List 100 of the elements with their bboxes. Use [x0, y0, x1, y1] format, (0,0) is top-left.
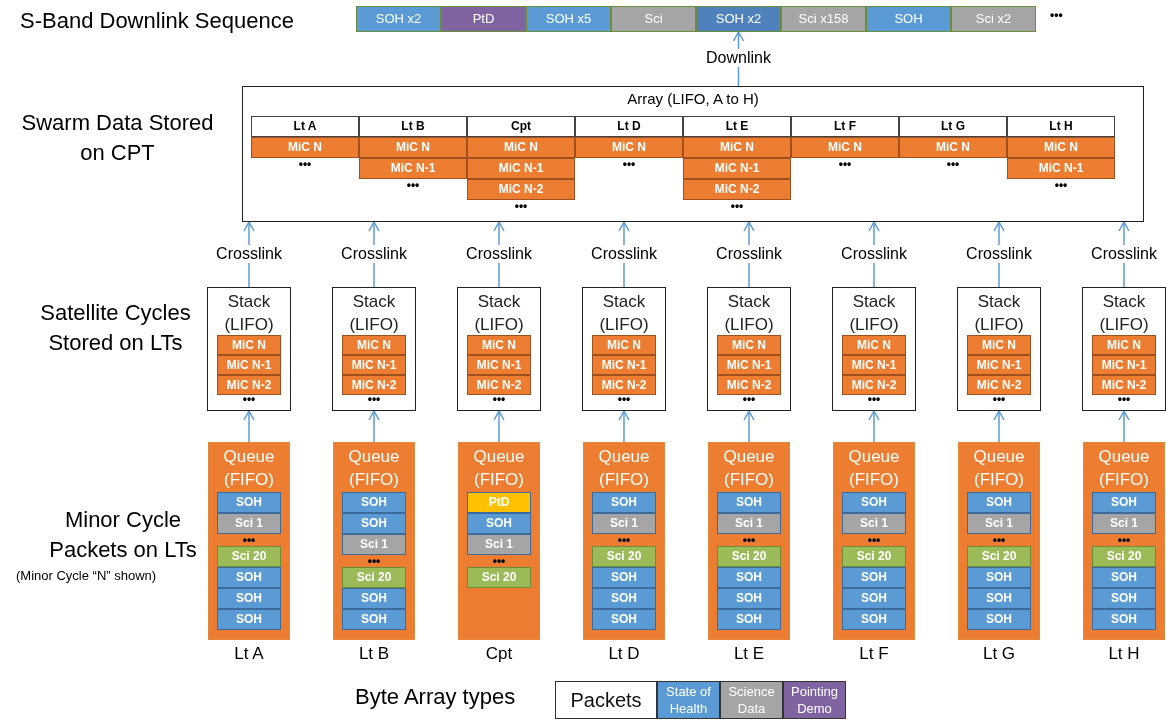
- ellipsis: •••: [622, 158, 636, 171]
- packet-block: SOH: [842, 492, 906, 513]
- cycle-block: MiC N: [575, 137, 683, 158]
- queue-box: [833, 442, 915, 640]
- ellipsis: •••: [617, 534, 631, 547]
- packet-block: SOH: [842, 588, 906, 609]
- column-header: Lt F: [791, 116, 899, 137]
- packet-block: SOH: [217, 567, 281, 588]
- ellipsis: •••: [742, 534, 756, 547]
- ellipsis: •••: [1117, 393, 1131, 406]
- packet-segment: Sci x2: [951, 6, 1036, 32]
- packet-block: Sci 1: [842, 513, 906, 534]
- ellipsis: •••: [617, 393, 631, 406]
- ellipsis: •••: [730, 200, 744, 213]
- cycle-block: MiC N-1: [1092, 355, 1156, 375]
- cycle-block: MiC N: [359, 137, 467, 158]
- packet-segment: SOH x2: [356, 6, 441, 32]
- packet-block: SOH: [842, 609, 906, 630]
- arrow: [868, 410, 880, 443]
- column-header: Lt H: [1007, 116, 1115, 137]
- edge-label: Crosslink: [464, 244, 534, 263]
- cycle-block: MiC N-2: [217, 375, 281, 395]
- stack-box: [582, 287, 666, 411]
- box-title: Queue (FIFO): [722, 446, 776, 491]
- box-title: Stack (LIFO): [973, 291, 1025, 336]
- packet-segment: SOH x2: [696, 6, 781, 32]
- packet-block: SOH: [1092, 588, 1156, 609]
- ellipsis: •••: [992, 393, 1006, 406]
- packet-block: SOH: [717, 567, 781, 588]
- cycle-block: MiC N: [467, 335, 531, 355]
- packet-block: SOH: [592, 567, 656, 588]
- packet-block: SOH: [1092, 492, 1156, 513]
- packet-block: SOH: [217, 588, 281, 609]
- packet-block: PtD: [467, 492, 531, 513]
- cycle-block: MiC N-2: [967, 375, 1031, 395]
- packet-block: SOH: [217, 492, 281, 513]
- cycle-block: MiC N-1: [359, 158, 467, 179]
- node-name: Lt A: [234, 644, 264, 664]
- cycle-block: MiC N: [217, 335, 281, 355]
- cycle-block: MiC N: [791, 137, 899, 158]
- packet-segment: SOH x5: [526, 6, 611, 32]
- ellipsis: •••: [367, 555, 381, 568]
- edge-label: Downlink: [704, 49, 773, 67]
- packet-block: Sci 20: [592, 546, 656, 567]
- note: (Minor Cycle “N” shown): [16, 568, 157, 583]
- box-title: Queue (FIFO): [347, 446, 401, 491]
- packet-block: SOH: [967, 567, 1031, 588]
- arrow: [1118, 410, 1130, 443]
- stack-box: [957, 287, 1041, 411]
- packet-segment: SOH: [866, 6, 951, 32]
- cycle-block: MiC N-1: [467, 158, 575, 179]
- packet-block: Sci 1: [217, 513, 281, 534]
- ellipsis: •••: [492, 393, 506, 406]
- packet-block: SOH: [967, 588, 1031, 609]
- box-title: Stack (LIFO): [473, 291, 525, 336]
- cycle-block: MiC N-1: [342, 355, 406, 375]
- box-title: Queue (FIFO): [972, 446, 1026, 491]
- node-name: Lt B: [358, 644, 390, 664]
- box-title: Queue (FIFO): [847, 446, 901, 491]
- node-name: Lt F: [859, 644, 889, 664]
- ellipsis: •••: [1117, 534, 1131, 547]
- packet-block: Sci 20: [717, 546, 781, 567]
- cycle-block: MiC N-2: [467, 179, 575, 200]
- node-name: Lt G: [982, 644, 1016, 664]
- node-name: Lt H: [1108, 644, 1140, 664]
- row-heading: Satellite Cycles Stored on LTs: [39, 299, 192, 357]
- packet-block: Sci 1: [1092, 513, 1156, 534]
- edge-label: Crosslink: [839, 244, 909, 263]
- edge-label: Crosslink: [1089, 244, 1159, 263]
- packet-segment: PtD: [441, 6, 526, 32]
- queue-box: [583, 442, 665, 640]
- cycle-block: MiC N-2: [1092, 375, 1156, 395]
- cycle-block: MiC N-1: [217, 355, 281, 375]
- ellipsis: •••: [298, 158, 312, 171]
- stack-box: [332, 287, 416, 411]
- legend-key: Pointing Demo: [783, 681, 846, 719]
- box-title: Queue (FIFO): [597, 446, 651, 491]
- cycle-block: MiC N-1: [967, 355, 1031, 375]
- array-box: [242, 86, 1144, 222]
- cycle-block: MiC N-1: [683, 158, 791, 179]
- arrow: [243, 410, 255, 443]
- box-title: Stack (LIFO): [723, 291, 775, 336]
- legend-key: Science Data: [720, 681, 783, 719]
- queue-box: [208, 442, 290, 640]
- packet-block: Sci 20: [342, 567, 406, 588]
- stack-box: [832, 287, 916, 411]
- packet-block: SOH: [342, 492, 406, 513]
- packet-block: Sci 1: [967, 513, 1031, 534]
- ellipsis: •••: [1050, 8, 1063, 22]
- queue-box: [333, 442, 415, 640]
- node-name: Lt E: [733, 644, 765, 664]
- legend-title: Byte Array types: [355, 684, 516, 710]
- ellipsis: •••: [367, 393, 381, 406]
- row-heading: Minor Cycle Packets on LTs: [48, 506, 198, 564]
- cycle-block: MiC N: [899, 137, 1007, 158]
- cycle-block: MiC N: [683, 137, 791, 158]
- ellipsis: •••: [992, 534, 1006, 547]
- queue-box: [958, 442, 1040, 640]
- column-header: Lt A: [251, 116, 359, 137]
- cycle-block: MiC N: [842, 335, 906, 355]
